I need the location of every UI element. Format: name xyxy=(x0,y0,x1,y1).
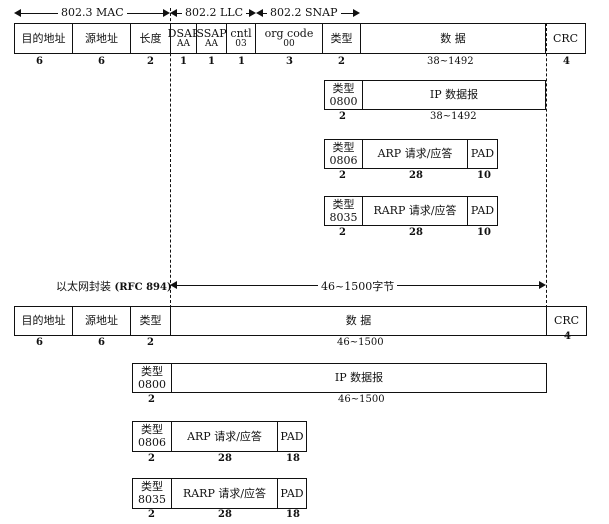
cntl-value: 03 xyxy=(235,39,247,50)
ip-type-field-bottom: 类型 0800 xyxy=(132,363,172,393)
rarp-request-reply-top: RARP 请求/应答 xyxy=(362,196,468,226)
eth-dest-address-field: 目的地址 xyxy=(14,306,73,336)
llc-span-right-arrow xyxy=(249,9,256,17)
arp-type-value-bottom: 0806 xyxy=(138,436,166,449)
rarp-type-field-bottom: 类型 8035 xyxy=(132,478,172,509)
dsap-field: DSAP AA xyxy=(167,23,200,54)
data-field: 数 据 xyxy=(360,23,546,54)
rarp-payload-size-bottom: 28 xyxy=(218,509,232,520)
rarp-type-value-top: 8035 xyxy=(329,210,358,224)
arp-payload-size-top: 28 xyxy=(409,170,423,181)
eth-type-size: 2 xyxy=(147,337,154,348)
rarp-type-label-top: 类型 xyxy=(332,197,355,211)
arp-type-field-top: 类型 0806 xyxy=(324,139,363,169)
dashed-guide-left xyxy=(170,8,171,308)
src-size: 6 xyxy=(98,56,105,67)
arp-request-reply-top: ARP 请求/应答 xyxy=(362,139,468,169)
ip-datagram-top: IP 数据报 xyxy=(362,80,546,110)
eth-type-field: 类型 xyxy=(130,306,171,336)
eth-crc-field: CRC xyxy=(546,306,587,336)
org-size: 3 xyxy=(286,56,293,67)
mac-span-label: 802.3 MAC xyxy=(58,6,127,19)
ip-payload-size-bottom: 46~1500 xyxy=(338,394,385,405)
rarp-type-field-top: 类型 8035 xyxy=(324,196,363,226)
llc-span-label: 802.2 LLC xyxy=(182,6,247,19)
ethernet-range-left-arrow xyxy=(170,281,177,289)
ethernet-title-text: 以太网封装 xyxy=(56,280,111,293)
cntl-size: 1 xyxy=(238,56,245,67)
ssap-label: SSAP xyxy=(196,26,227,40)
ethernet-encapsulation-title: 以太网封装 (RFC 894) xyxy=(56,278,172,294)
ip-type-value-bottom: 0800 xyxy=(138,377,166,391)
rarp-type-size-bottom: 2 xyxy=(148,509,155,520)
arp-type-size-top: 2 xyxy=(339,170,346,181)
dest-size: 6 xyxy=(36,56,43,67)
ip-type-field-top: 类型 0800 xyxy=(324,80,363,110)
rarp-type-value-bottom: 8035 xyxy=(138,493,166,506)
ssap-value: AA xyxy=(205,39,218,50)
arp-pad-size-top: 10 xyxy=(477,170,491,181)
crc-size: 4 xyxy=(563,56,570,67)
dsap-value: AA xyxy=(177,39,190,50)
rarp-pad-size-top: 10 xyxy=(477,227,491,238)
ip-type-label-bottom: 类型 xyxy=(141,364,163,378)
mac-span-left-arrow xyxy=(14,9,21,17)
ip-datagram-bottom: IP 数据报 xyxy=(171,363,547,393)
rarp-pad-bottom: PAD xyxy=(277,478,307,509)
length-field: 长度 xyxy=(130,23,171,54)
ip-payload-size-top: 38~1492 xyxy=(430,111,477,122)
eth-dest-size: 6 xyxy=(36,337,43,348)
snap-span-left-arrow xyxy=(256,9,263,17)
rarp-payload-size-top: 28 xyxy=(409,227,423,238)
dashed-guide-right xyxy=(546,23,547,308)
dsap-label: DSAP xyxy=(167,26,200,40)
org-code-field: org code 00 xyxy=(255,23,323,54)
eth-src-size: 6 xyxy=(98,337,105,348)
eth-crc-size: 4 xyxy=(564,331,571,342)
rarp-request-reply-bottom: RARP 请求/应答 xyxy=(171,478,278,509)
crc-field: CRC xyxy=(545,23,586,54)
arp-type-label-bottom: 类型 xyxy=(141,423,163,437)
rarp-type-size-top: 2 xyxy=(339,227,346,238)
snap-span-label: 802.2 SNAP xyxy=(267,6,341,19)
type-field: 类型 xyxy=(322,23,361,54)
arp-pad-size-bottom: 18 xyxy=(286,453,300,464)
cntl-label: cntl xyxy=(230,26,252,40)
ip-type-label-top: 类型 xyxy=(332,81,355,95)
ip-type-value-top: 0800 xyxy=(329,94,358,108)
ethernet-range-right-arrow xyxy=(539,281,546,289)
rarp-pad-top: PAD xyxy=(467,196,498,226)
arp-type-size-bottom: 2 xyxy=(148,453,155,464)
ssap-size: 1 xyxy=(208,56,215,67)
mac-span-right-arrow xyxy=(163,9,170,17)
len-size: 2 xyxy=(147,56,154,67)
org-code-label: org code xyxy=(264,26,314,40)
dest-address-field: 目的地址 xyxy=(14,23,73,54)
rfc-894-label: (RFC 894) xyxy=(114,282,172,293)
llc-span-left-arrow xyxy=(170,9,177,17)
rarp-pad-size-bottom: 18 xyxy=(286,509,300,520)
ethernet-range-label: 46~1500字节 xyxy=(318,278,398,294)
eth-data-size: 46~1500 xyxy=(337,337,384,348)
ip-type-size-top: 2 xyxy=(339,111,346,122)
arp-pad-bottom: PAD xyxy=(277,421,307,452)
arp-type-field-bottom: 类型 0806 xyxy=(132,421,172,452)
rarp-type-label-bottom: 类型 xyxy=(141,480,163,494)
snap-span-right-arrow xyxy=(353,9,360,17)
arp-pad-top: PAD xyxy=(467,139,498,169)
eth-src-address-field: 源地址 xyxy=(72,306,131,336)
arp-type-label-top: 类型 xyxy=(332,140,355,154)
arp-type-value-top: 0806 xyxy=(329,153,358,167)
arp-payload-size-bottom: 28 xyxy=(218,453,232,464)
eth-data-field: 数 据 xyxy=(170,306,547,336)
type-size: 2 xyxy=(338,56,345,67)
org-code-value: 00 xyxy=(283,39,295,50)
ssap-field: SSAP AA xyxy=(196,23,227,54)
data-size: 38~1492 xyxy=(427,56,474,67)
cntl-field: cntl 03 xyxy=(226,23,256,54)
arp-request-reply-bottom: ARP 请求/应答 xyxy=(171,421,278,452)
ip-type-size-bottom: 2 xyxy=(148,394,155,405)
dsap-size: 1 xyxy=(180,56,187,67)
src-address-field: 源地址 xyxy=(72,23,131,54)
